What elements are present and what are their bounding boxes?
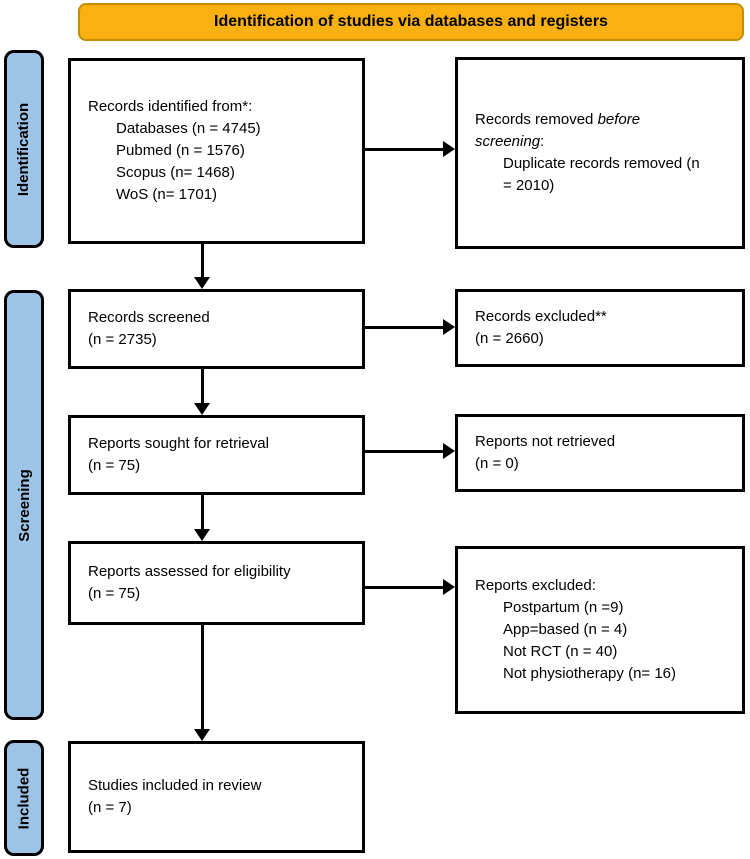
stage-label-screening: Screening bbox=[15, 468, 33, 542]
arrow-shaft bbox=[201, 369, 204, 405]
text-line: (n = 2660) bbox=[475, 330, 544, 347]
arrowhead-right-icon bbox=[443, 319, 455, 335]
text-segment: Records removed bbox=[475, 111, 598, 128]
arrowhead-right-icon bbox=[443, 579, 455, 595]
text-line: Reports excluded: bbox=[475, 577, 596, 594]
box-reports-assessed-for-eligibility: Reports assessed for eligibility (n = 75… bbox=[68, 541, 365, 625]
text-line: Scopus (n= 1468) bbox=[116, 164, 235, 181]
box-records-identified: Records identified from*: Databases (n =… bbox=[68, 58, 365, 244]
box-records-removed-before-screening: Records removed before screening: Duplic… bbox=[455, 57, 745, 249]
text-line: Postpartum (n =9) bbox=[503, 599, 624, 616]
arrow-assessed-to-included bbox=[194, 625, 211, 741]
arrowhead-right-icon bbox=[443, 141, 455, 157]
text-line: (n = 0) bbox=[475, 455, 519, 472]
text-line: Duplicate records removed (n bbox=[503, 155, 700, 172]
stage-bar-included: Included bbox=[4, 740, 44, 856]
text-line: Records screened bbox=[88, 309, 210, 326]
text-segment: : bbox=[540, 133, 545, 150]
arrowhead-down-icon bbox=[194, 529, 210, 541]
text-line: Reports not retrieved bbox=[475, 433, 616, 450]
text-line: WoS (n= 1701) bbox=[116, 186, 218, 203]
stage-bar-identification: Identification bbox=[4, 50, 44, 248]
arrow-shaft bbox=[201, 244, 204, 279]
box-records-excluded: Records excluded** (n = 2660) bbox=[455, 289, 745, 367]
stage-bar-screening: Screening bbox=[4, 290, 44, 720]
arrow-identified-to-removed bbox=[365, 141, 455, 158]
text-line: (n = 75) bbox=[88, 585, 141, 602]
text-line: Reports sought for retrieval bbox=[88, 435, 269, 452]
text-line: Pubmed (n = 1576) bbox=[116, 142, 245, 159]
arrow-shaft bbox=[201, 625, 204, 731]
arrow-shaft bbox=[365, 450, 445, 453]
arrowhead-down-icon bbox=[194, 403, 210, 415]
stage-label-identification: Identification bbox=[15, 102, 33, 196]
text-line: = 2010) bbox=[503, 177, 555, 194]
text-line: Databases (n = 4745) bbox=[116, 120, 261, 137]
arrowhead-down-icon bbox=[194, 277, 210, 289]
arrow-identified-to-screened bbox=[194, 244, 211, 289]
text-line: (n = 75) bbox=[88, 457, 141, 474]
box-studies-included-in-review: Studies included in review (n = 7) bbox=[68, 741, 365, 853]
text-line: Records removed before bbox=[475, 109, 734, 131]
text-segment-italic: before bbox=[597, 111, 641, 128]
arrowhead-down-icon bbox=[194, 729, 210, 741]
arrow-shaft bbox=[365, 148, 445, 151]
box-reports-sought-for-retrieval: Reports sought for retrieval (n = 75) bbox=[68, 415, 365, 495]
text-segment-italic: screening bbox=[475, 133, 541, 150]
text-line: App=based (n = 4) bbox=[503, 621, 628, 638]
arrowhead-right-icon bbox=[443, 443, 455, 459]
arrow-shaft bbox=[365, 586, 445, 589]
arrow-shaft bbox=[201, 495, 204, 531]
stage-label-included: Included bbox=[15, 767, 33, 829]
text-line: Reports assessed for eligibility bbox=[88, 563, 291, 580]
text-line: (n = 7) bbox=[88, 799, 132, 816]
text-line: (n = 2735) bbox=[88, 331, 157, 348]
arrow-assessed-to-reports-excluded bbox=[365, 579, 455, 596]
arrow-sought-to-assessed bbox=[194, 495, 211, 541]
arrow-screened-to-sought bbox=[194, 369, 211, 415]
arrow-screened-to-excluded bbox=[365, 319, 455, 336]
text-line: Records excluded** bbox=[475, 308, 607, 325]
text-line: Not physiotherapy (n= 16) bbox=[503, 665, 677, 682]
banner-label: Identification of studies via databases … bbox=[214, 13, 608, 30]
banner-identification-via-databases: Identification of studies via databases … bbox=[78, 3, 744, 41]
text-line: Not RCT (n = 40) bbox=[503, 643, 618, 660]
arrow-sought-to-not-retrieved bbox=[365, 443, 455, 460]
text-line: Records identified from*: bbox=[88, 98, 253, 115]
box-reports-not-retrieved: Reports not retrieved (n = 0) bbox=[455, 414, 745, 492]
text-line: screening: bbox=[475, 131, 734, 153]
box-records-screened: Records screened (n = 2735) bbox=[68, 289, 365, 369]
arrow-shaft bbox=[365, 326, 445, 329]
box-reports-excluded: Reports excluded: Postpartum (n =9) App=… bbox=[455, 546, 745, 714]
text-line: Studies included in review bbox=[88, 777, 262, 794]
